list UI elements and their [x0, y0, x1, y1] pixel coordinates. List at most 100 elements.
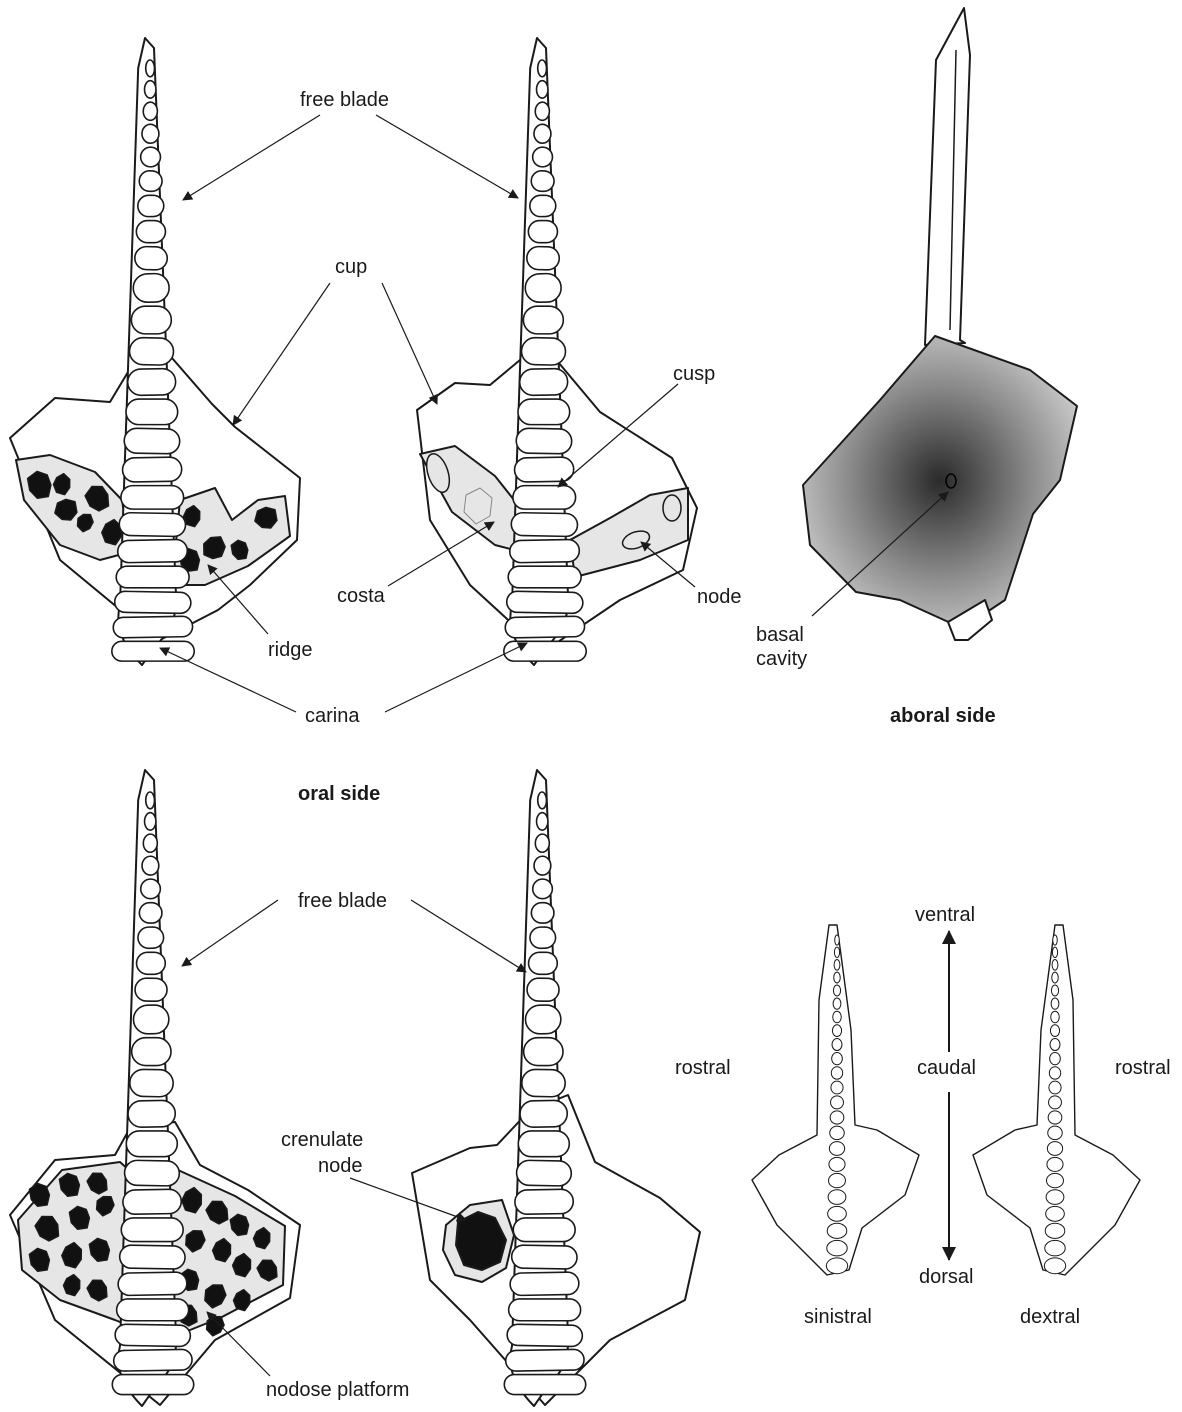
label-sinistral: sinistral — [804, 1306, 872, 1328]
small-cell — [829, 1173, 846, 1187]
denticle-cell — [113, 616, 193, 638]
denticle-cell — [525, 1005, 561, 1034]
blade-d — [112, 770, 193, 1406]
denticle-cell — [519, 368, 567, 395]
denticle-cell — [145, 813, 156, 830]
label-free-blade-top: free blade — [300, 89, 389, 111]
denticle-cell — [118, 1272, 187, 1296]
denticle-cell — [146, 792, 155, 809]
denticle-cell — [128, 1100, 176, 1127]
small-cell — [833, 998, 841, 1009]
label-caudal: caudal — [917, 1057, 976, 1079]
denticle-cell — [127, 368, 175, 395]
denticle-cell — [124, 428, 180, 454]
label-dorsal: dorsal — [919, 1266, 973, 1288]
denticle-cell — [538, 60, 547, 77]
ridge-node — [204, 537, 225, 559]
denticle-cell — [521, 338, 565, 366]
denticle-cell — [534, 124, 551, 143]
denticle-cell — [510, 539, 580, 562]
label-basal-line2: cavity — [756, 648, 807, 670]
small-cell — [834, 972, 840, 983]
label-rostral-left: rostral — [675, 1057, 731, 1079]
small-cell — [1049, 1081, 1061, 1094]
denticle-cell — [137, 952, 166, 974]
denticle-cell — [119, 1245, 185, 1269]
denticle-cell — [516, 428, 572, 454]
denticle-cell — [527, 246, 560, 270]
small-cell — [829, 1142, 844, 1156]
denticle-cell — [533, 147, 553, 167]
denticle-cell — [507, 1324, 583, 1346]
label-free-blade-bottom: free blade — [298, 890, 387, 912]
denticle-cell — [133, 1005, 169, 1034]
label-oral-side: oral side — [298, 783, 380, 805]
small-cell — [835, 935, 840, 945]
ridge-node — [255, 507, 277, 528]
denticle-cell — [131, 306, 171, 334]
small-cell — [1051, 998, 1059, 1009]
denticle-cell — [518, 399, 570, 425]
denticle-cell — [505, 616, 585, 638]
small-cell — [833, 985, 840, 996]
basal-cavity-outline — [803, 336, 1077, 625]
denticle-cell — [115, 591, 191, 613]
small-cell — [831, 1081, 843, 1094]
denticle-cell — [124, 1160, 179, 1186]
denticle-cell — [507, 591, 583, 613]
small-cell — [828, 1190, 846, 1205]
denticle-cell — [136, 221, 165, 243]
denticle-cell — [520, 1100, 568, 1127]
small-cell — [1049, 1067, 1060, 1079]
blade-e — [504, 770, 585, 1406]
label-aboral-side: aboral side — [890, 705, 996, 727]
small-cell — [829, 1157, 845, 1171]
denticle-cell — [133, 273, 169, 302]
small-cell — [1047, 1142, 1062, 1156]
denticle-cell — [504, 641, 586, 661]
denticle-cell — [117, 1299, 189, 1321]
denticle-cell — [516, 1160, 571, 1186]
denticle-cell — [112, 1375, 193, 1395]
arrow-cup-b — [382, 283, 437, 404]
small-cell — [1046, 1206, 1065, 1221]
denticle-cell — [525, 273, 561, 302]
small-cell — [1050, 1025, 1059, 1037]
small-cell — [1047, 1157, 1063, 1171]
denticle-cell — [126, 399, 178, 425]
denticle-cell — [537, 81, 548, 98]
blade-a — [112, 38, 194, 665]
denticle-cell — [531, 903, 554, 924]
small-cell — [832, 1025, 841, 1037]
small-cell — [827, 1240, 847, 1255]
arrow-free-blade-b — [376, 115, 518, 198]
sinistral-element — [752, 925, 919, 1275]
small-cell — [828, 1206, 847, 1221]
small-cell — [1050, 1039, 1060, 1051]
denticle-cell — [518, 1131, 569, 1157]
small-cell — [832, 1053, 843, 1065]
small-cell — [1051, 985, 1058, 996]
aboral-blade — [925, 8, 970, 345]
label-ridge: ridge — [268, 639, 312, 661]
denticle-cell — [138, 195, 164, 217]
small-cell — [826, 1258, 847, 1274]
denticle-cell — [511, 1245, 577, 1269]
small-cell — [831, 1067, 842, 1079]
arrow-free-blade-a — [183, 115, 320, 200]
denticle-cell — [129, 338, 173, 366]
label-nodose-platform: nodose platform — [266, 1379, 409, 1401]
ridge-node — [55, 499, 77, 520]
denticle-cell — [534, 856, 551, 875]
small-cell — [1050, 1053, 1061, 1065]
small-cell — [1048, 1111, 1062, 1124]
denticle-cell — [143, 834, 157, 852]
small-cell — [832, 1039, 842, 1051]
arrow-free-blade-d — [182, 900, 278, 966]
dextral-element — [973, 925, 1140, 1275]
denticle-cell — [528, 221, 557, 243]
denticle-cell — [511, 513, 578, 537]
small-cell — [830, 1111, 844, 1124]
denticle-cell — [141, 147, 161, 167]
denticle-cell — [533, 879, 553, 899]
